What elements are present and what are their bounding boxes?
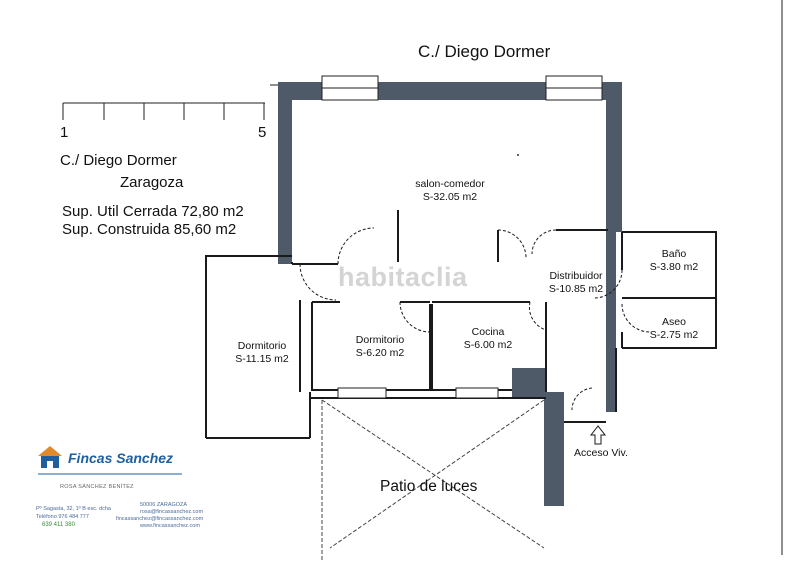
room-cocina: Cocina S-6.00 m2 (450, 326, 526, 352)
room-bano-area: S-3.80 m2 (649, 261, 699, 273)
agency-email-1: rosa@fincassanchez.com (140, 509, 204, 515)
info-sup-construida: Sup. Construida 85,60 m2 (62, 221, 237, 238)
room-dormitorio-2-area: S-6.20 m2 (355, 347, 405, 359)
room-distribuidor: Distribuidor S-10.85 m2 (538, 270, 614, 296)
agency-name: Fincas Sanchez (68, 450, 174, 466)
room-dormitorio-1-name: Dormitorio (237, 340, 287, 352)
info-city: Zaragoza (120, 174, 184, 191)
agency-owner: ROSA SÁNCHEZ BENÍTEZ (60, 484, 134, 490)
scale-max-label: 5 (258, 124, 267, 141)
room-cocina-area: S-6.00 m2 (463, 339, 513, 351)
room-dormitorio-1: Dormitorio S-11.15 m2 (222, 340, 302, 366)
room-cocina-name: Cocina (471, 326, 505, 338)
room-distribuidor-name: Distribuidor (549, 270, 603, 282)
info-street: C./ Diego Dormer (60, 152, 177, 169)
agency-city: 50006 ZARAGOZA (140, 502, 188, 508)
room-aseo-area: S-2.75 m2 (649, 329, 699, 341)
entrance-arrow (589, 425, 607, 445)
room-salon-name: salon-comedor (415, 178, 485, 190)
door-swings (299, 227, 651, 411)
room-distribuidor-area: S-10.85 m2 (548, 283, 604, 295)
room-dormitorio-1-area: S-11.15 m2 (235, 353, 289, 365)
agency-phone: Teléfono 976 484 777 (36, 514, 89, 520)
agency-address: Pº Sagasta, 32, 1º B esc. dcha (36, 506, 111, 512)
room-salon-area: S-32.05 m2 (422, 191, 478, 203)
room-bano-name: Baño (661, 248, 687, 260)
watermark: habitaclia (338, 262, 468, 292)
info-sup-util: Sup. Util Cerrada 72,80 m2 (62, 203, 244, 220)
room-aseo: Aseo S-2.75 m2 (636, 316, 712, 342)
street-label-top: C./ Diego Dormer (418, 42, 551, 61)
room-dormitorio-2: Dormitorio S-6.20 m2 (340, 334, 420, 360)
patio-windows (337, 387, 499, 399)
acceso-label: Acceso Viv. (574, 447, 628, 459)
house-logo-icon (38, 446, 62, 468)
scale-bar (62, 102, 265, 120)
agency-email-2: fincassanchez@fincassanchez.com (116, 516, 204, 522)
patio-diagonals (321, 399, 545, 560)
windows (321, 75, 603, 101)
room-aseo-name: Aseo (662, 316, 686, 328)
agency-web: www.fincassanchez.com (140, 523, 200, 529)
patio-label: Patio de luces (380, 478, 478, 495)
room-salon: salon-comedor S-32.05 m2 (400, 178, 500, 204)
room-bano: Baño S-3.80 m2 (638, 248, 710, 274)
agency-mobile: 639 411 380 (42, 522, 75, 528)
room-dormitorio-2-name: Dormitorio (355, 334, 405, 346)
scale-min-label: 1 (60, 124, 69, 141)
